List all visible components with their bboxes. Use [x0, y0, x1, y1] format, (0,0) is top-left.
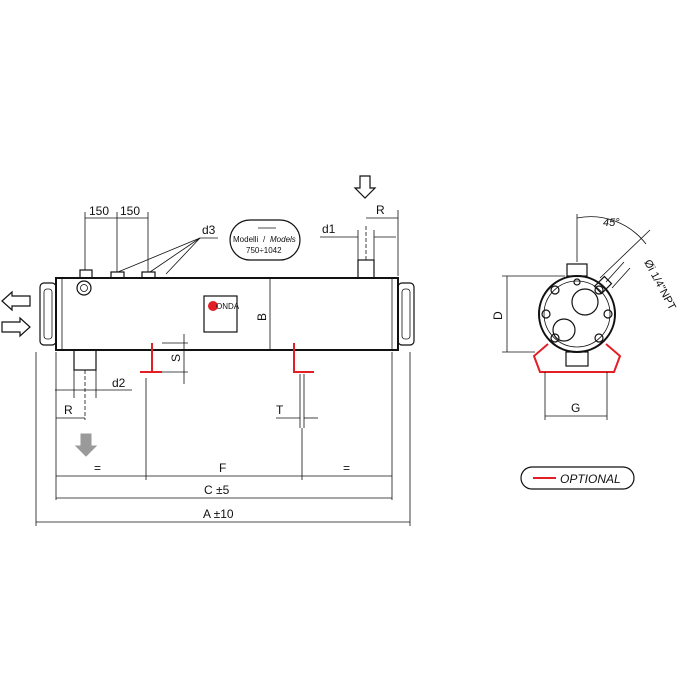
- optional-legend: OPTIONAL: [520, 466, 635, 490]
- dim-150-left: 150: [89, 204, 109, 218]
- g-label: G: [571, 401, 580, 415]
- f-label: F: [219, 461, 226, 475]
- vent-nozzle-2: [110, 271, 125, 279]
- d3-label: d3: [202, 223, 216, 237]
- t-label: T: [276, 403, 284, 417]
- inlet-nozzle-d1: [357, 259, 375, 279]
- water-flow-arrows: [1, 175, 377, 457]
- models-note: [229, 219, 301, 261]
- overall-dimensions: = F = C ±5 A ±10: [35, 352, 411, 526]
- drain-arrow: [74, 433, 98, 457]
- eq-right-label: =: [343, 461, 350, 475]
- vent-nozzle-1: [79, 269, 93, 279]
- optional-label: OPTIONAL: [560, 472, 621, 486]
- water-outlet-arrow: [1, 290, 31, 312]
- models-sep: /: [263, 235, 266, 244]
- s-dimension: S: [162, 334, 188, 384]
- models-range: 750÷1042: [246, 246, 282, 255]
- end-view-lower-port: [552, 318, 576, 342]
- outlet-nozzle-d2: [73, 349, 97, 371]
- eq-left-label: =: [94, 461, 101, 475]
- brand-plate: [203, 295, 238, 333]
- end-view-top-nozzle: [566, 263, 588, 277]
- support-foot-right: [293, 343, 314, 373]
- shell-body: [55, 277, 399, 351]
- side-view: ONDA: [39, 226, 415, 420]
- c-label: C ±5: [204, 483, 230, 497]
- bottom-left-dimensions: d2 R: [55, 370, 132, 419]
- left-end-cap: [39, 282, 57, 346]
- d2-label: d2: [112, 376, 126, 390]
- water-inlet-arrow: [1, 316, 31, 338]
- vent-nozzle-3: [141, 271, 156, 279]
- b-label: B: [255, 313, 269, 321]
- refrigerant-inlet-arrow: [353, 175, 377, 199]
- r-top-label: R: [376, 203, 385, 217]
- r-bottom-label: R: [64, 403, 73, 417]
- npt-label: Øi 1/4"NPT: [641, 258, 678, 313]
- end-view: D G 45° Øi 1/4"NPT: [491, 214, 678, 420]
- t-dimension: T: [276, 374, 318, 428]
- b-dimension: B: [255, 278, 271, 350]
- d1-label: d1: [322, 222, 336, 236]
- brand-dot: [208, 301, 218, 311]
- sight-glass: [76, 280, 92, 296]
- brand-label: ONDA: [216, 302, 240, 311]
- end-view-upper-port: [571, 288, 599, 316]
- d-label: D: [491, 311, 505, 320]
- support-foot-left: [140, 343, 153, 373]
- a-label: A ±10: [203, 507, 234, 521]
- right-end-cap: [397, 282, 415, 346]
- s-label: S: [169, 354, 183, 362]
- angle-label: 45°: [603, 217, 620, 229]
- end-view-support: [532, 343, 622, 373]
- top-dimensions: 150 150 d3 Modelli / Models 750÷1042 d1 …: [84, 203, 399, 276]
- dim-150-right: 150: [120, 204, 140, 218]
- models-title-it: Modelli: [233, 235, 259, 244]
- models-title-en: Models: [270, 235, 296, 244]
- end-view-bottom-nozzle: [565, 351, 589, 367]
- optional-legend-box: [520, 466, 635, 490]
